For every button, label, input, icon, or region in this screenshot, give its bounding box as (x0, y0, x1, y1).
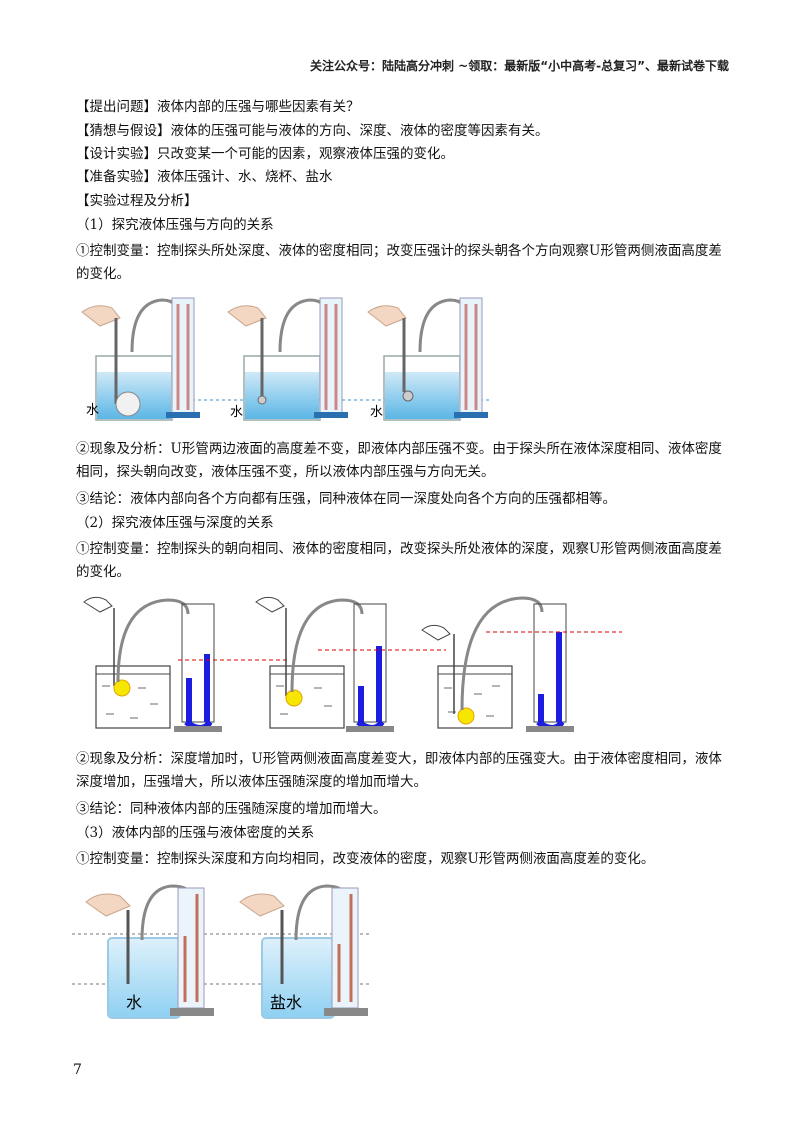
section3-control: ①控制变量：控制探头深度和方向均相同，改变液体的密度，观察U形管两侧液面高度差的… (76, 851, 655, 867)
section1-phenomenon: ②现象及分析：U形管两边液面的高度差不变，即液体内部压强不变。由于探头所在液体深… (76, 441, 722, 480)
hand-icon (81, 305, 121, 327)
materials-line: 【准备实验】液体压强计、水、烧杯、盐水 (76, 169, 333, 185)
probe-icon (113, 679, 131, 697)
setup-1 (83, 596, 288, 732)
hand-icon (239, 893, 285, 917)
page-number: 7 (73, 1062, 82, 1078)
liquid-label: 水 (370, 405, 383, 420)
density-experiment-figure: 水 盐水 (72, 884, 370, 1019)
setup-3: 水 (367, 297, 488, 421)
probe-icon (115, 391, 141, 417)
section2-heading: （2）探究液体压强与深度的关系 (76, 515, 274, 531)
section3-heading: （3）液体内部的压强与液体密度的关系 (76, 825, 315, 841)
section1-heading: （1）探究液体压强与方向的关系 (76, 217, 274, 233)
setup-salt-water: 盐水 (239, 884, 368, 1019)
setup-1: 水 (81, 297, 200, 421)
process-heading: 【实验过程及分析】 (76, 193, 198, 209)
setup-2: 水 (227, 297, 348, 421)
probe-icon (285, 689, 303, 707)
depth-experiment-figure (83, 596, 622, 732)
liquid-label: 水 (230, 405, 243, 420)
direction-experiment-figure: 水 水 水 (81, 297, 492, 421)
section2-phenomenon: ②现象及分析：深度增加时，U形管两侧液面高度差变大，即液体内部的压强变大。由于液… (76, 751, 722, 790)
section1-control: ①控制变量：控制探头所处深度、液体的密度相同；改变压强计的探头朝各个方向观察U形… (76, 243, 722, 282)
hand-icon (227, 305, 267, 327)
section2-conclusion: ③结论：同种液体内部的压强随深度的增加而增大。 (76, 801, 387, 817)
hand-icon (85, 893, 131, 917)
section1-conclusion: ③结论：液体内部向各个方向都有压强，同种液体在同一深度处向各个方向的压强都相等。 (76, 491, 616, 507)
liquid-label: 水 (126, 993, 142, 1012)
probe-icon (402, 390, 414, 402)
question-line: 【提出问题】液体内部的压强与哪些因素有关？ (76, 99, 360, 115)
design-line: 【设计实验】只改变某一个可能的因素，观察液体压强的变化。 (76, 146, 454, 162)
hand-icon (367, 305, 407, 327)
setup-water: 水 (85, 884, 214, 1019)
hypothesis-line: 【猜想与假设】液体的压强可能与液体的方向、深度、液体的密度等因素有关。 (76, 123, 549, 139)
probe-icon (257, 395, 267, 405)
liquid-label: 盐水 (270, 993, 302, 1012)
liquid-label: 水 (86, 403, 99, 418)
setup-3 (421, 596, 622, 732)
setup-2 (255, 596, 446, 732)
page-header: 关注公众号：陆陆高分冲刺 ~领取：最新版“小中高考-总复习”、最新试卷下载 (310, 59, 729, 73)
section2-control: ①控制变量：控制探头的朝向相同、液体的密度相同，改变探头所处液体的深度，观察U形… (76, 541, 722, 580)
probe-icon (457, 707, 475, 725)
